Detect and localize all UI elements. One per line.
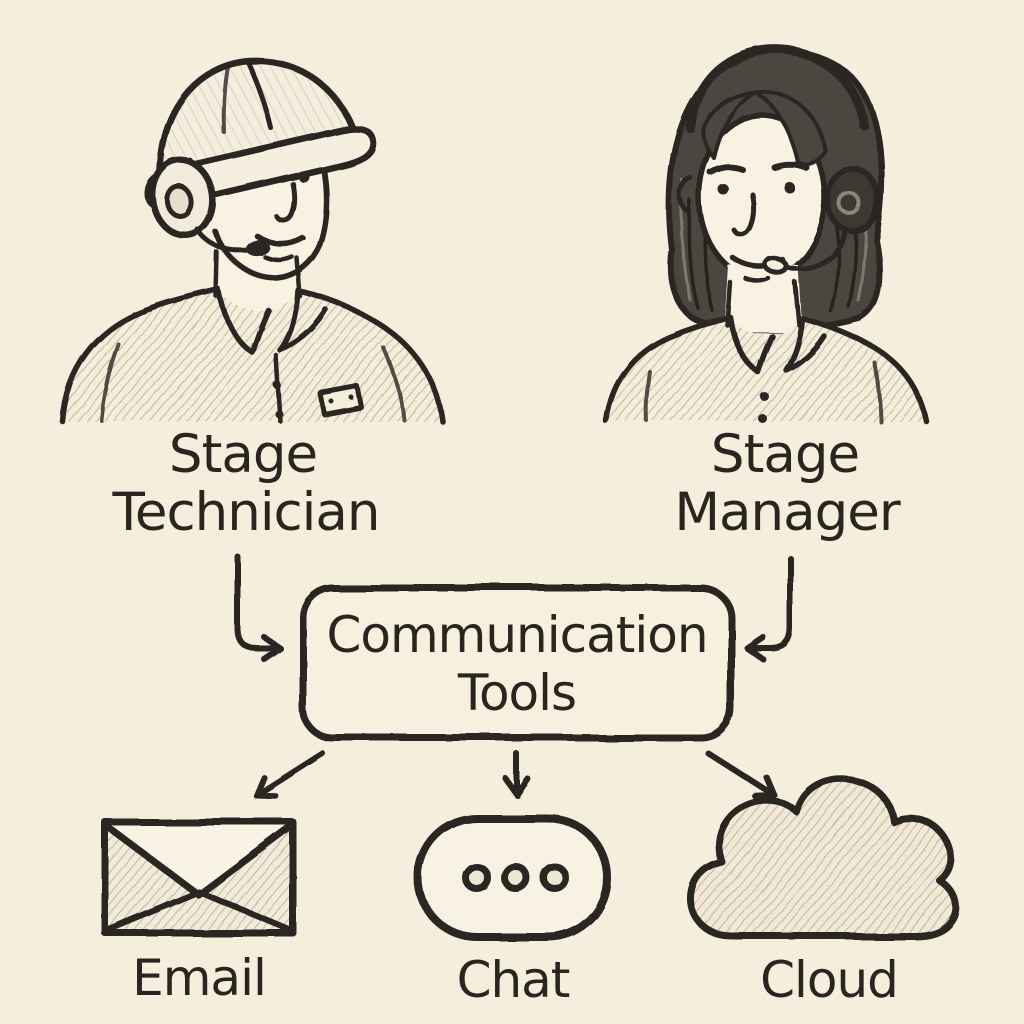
manager-label-line2: Manager — [674, 482, 901, 543]
headset — [685, 44, 881, 276]
edge-technician-to-tools — [234, 553, 283, 662]
headset-ear-cup — [825, 166, 881, 234]
email-label: Email — [132, 949, 266, 1007]
hub-label-line2: Tools — [457, 664, 576, 722]
cloud-icon — [687, 775, 960, 940]
cloud-label: Cloud — [760, 951, 898, 1009]
stage-technician-figure — [59, 57, 445, 424]
mic-boom — [195, 227, 251, 253]
edges — [234, 553, 793, 799]
chat-label: Chat — [457, 951, 570, 1009]
shirt-pocket — [317, 383, 364, 417]
technician-label-line1: Stage — [169, 424, 317, 485]
manager-eye — [717, 183, 729, 195]
chat-bubble-icon — [414, 814, 611, 941]
manager-eyebrow — [707, 163, 745, 175]
manager-eyebrow — [771, 161, 810, 171]
technician-smile — [254, 233, 306, 247]
manager-eye — [783, 181, 795, 193]
envelope-icon — [101, 818, 297, 937]
stage-manager-figure — [603, 44, 929, 424]
technician-label-line2: Technician — [112, 482, 380, 543]
edge-manager-to-tools — [744, 555, 793, 662]
edge-tools-to-email — [253, 750, 325, 799]
microphone — [762, 256, 790, 276]
communication-tools-box — [299, 584, 735, 742]
microphone — [246, 239, 270, 257]
edge-tools-to-cloud — [705, 750, 777, 799]
mic-boom — [783, 229, 848, 272]
hub-label-line1: Communication — [326, 606, 707, 664]
manager-label-line1: Stage — [711, 424, 859, 485]
ear-defender-headset — [149, 156, 270, 257]
